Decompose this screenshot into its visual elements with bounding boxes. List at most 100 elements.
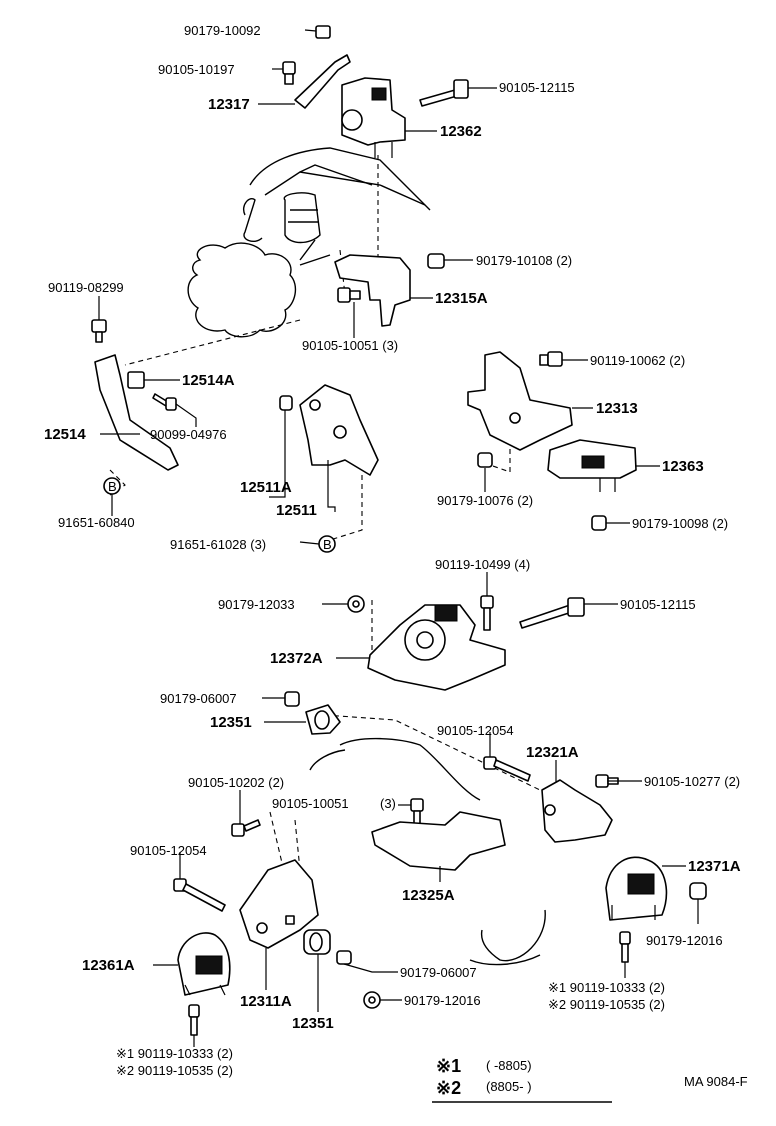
label-90119-10062: 90119-10062 (2) [590, 353, 685, 368]
label-bolt-left-1: ※1 90119-10333 (2) [116, 1046, 233, 1061]
bolt-90119-08299 [91, 319, 107, 343]
nut-90179-12016-right [689, 882, 707, 900]
label-90179-10098: 90179-10098 (2) [632, 516, 728, 531]
label-bolt-left-2: ※2 90119-10535 (2) [116, 1063, 233, 1078]
label-90105-10197: 90105-10197 [158, 62, 235, 77]
bracket-12317 [294, 54, 351, 109]
label-90179-12033: 90179-12033 [218, 597, 295, 612]
label-12317: 12317 [208, 96, 250, 113]
label-90179-12016-lower: 90179-12016 [404, 993, 481, 1008]
nut-90179-12016-lower [363, 991, 381, 1009]
label-90119-10499: 90119-10499 (4) [435, 557, 530, 572]
bracket-12315A [334, 254, 411, 327]
bolt-90105-12115-middle [519, 597, 585, 629]
label-12372A: 12372A [270, 650, 323, 667]
nut-90179-10098 [591, 515, 607, 531]
label-90105-10051-upper: 90105-10051 (3) [302, 338, 398, 353]
bracket-12311A [239, 859, 319, 949]
symbol-b-text: B [108, 479, 117, 494]
part-labels: 90179-10092 90105-10197 12317 90105-1211… [44, 23, 741, 1078]
mount-12371A [605, 856, 668, 921]
mount-12362 [341, 77, 406, 158]
label-90179-10092: 90179-10092 [184, 23, 261, 38]
legend-range-2: (8805- ) [486, 1079, 532, 1094]
label-bolt-right-1: ※1 90119-10333 (2) [548, 980, 665, 995]
label-12514A: 12514A [182, 372, 235, 389]
leader-lines [98, 29, 699, 1047]
diagram-code: MA 9084-F [684, 1074, 748, 1089]
bolt-90105-10051-upper [337, 287, 361, 303]
label-90119-08299: 90119-08299 [48, 280, 124, 295]
label-bolt-right-2: ※2 90119-10535 (2) [548, 997, 665, 1012]
label-12313: 12313 [596, 400, 638, 417]
label-90105-12115-top: 90105-12115 [499, 80, 575, 95]
label-12311A: 12311A [240, 993, 292, 1010]
bushing-12351-upper [305, 704, 341, 735]
label-12514: 12514 [44, 426, 86, 443]
label-90099-04976: 90099-04976 [150, 427, 227, 442]
symbol-b-91651-61028: B [318, 535, 336, 553]
label-12371A: 12371A [688, 858, 741, 875]
symbol-b-91651-60840: B [103, 477, 121, 495]
bolt-90119-10062 [539, 351, 563, 367]
nut-90179-12033 [347, 595, 365, 613]
label-12351-upper: 12351 [210, 714, 252, 731]
bracket-12321A [541, 779, 613, 843]
label-12511: 12511 [276, 502, 317, 519]
label-12351-lower: 12351 [292, 1015, 334, 1032]
bolt-90105-12054-right [483, 756, 531, 782]
label-90179-06007-lower: 90179-06007 [400, 965, 477, 980]
label-91651-61028: 91651-61028 (3) [170, 537, 266, 552]
label-12325A: 12325A [402, 887, 455, 904]
label-90179-10108: 90179-10108 (2) [476, 253, 572, 268]
bushing-12514A [127, 371, 145, 389]
label-12363: 12363 [662, 458, 704, 475]
bolt-90099-04976 [152, 393, 177, 411]
bushing-12351-lower [303, 929, 331, 955]
label-90105-10051-middle-qty: (3) [380, 796, 396, 811]
label-90179-06007-upper: 90179-06007 [160, 691, 237, 706]
nut-90179-10092 [315, 25, 331, 39]
legend: ※1 ( -8805) ※2 (8805- ) [432, 1056, 612, 1103]
bolt-90105-10051-middle [410, 798, 424, 826]
legend-mark-1: ※1 [436, 1056, 461, 1076]
bracket-12511 [299, 384, 379, 476]
engine-outline [187, 147, 546, 966]
label-90105-10202: 90105-10202 (2) [188, 775, 284, 790]
label-90105-12054-right: 90105-12054 [437, 723, 514, 738]
label-12511A: 12511A [240, 479, 292, 496]
bolt-90119-10499 [480, 595, 494, 631]
label-90105-10051-middle: 90105-10051 [272, 796, 349, 811]
label-12361A: 12361A [82, 957, 135, 974]
label-90179-12016-right: 90179-12016 [646, 933, 723, 948]
bracket-12313 [467, 351, 573, 451]
stopper-12511A [279, 395, 293, 411]
label-12315A: 12315A [435, 290, 488, 307]
legend-mark-2: ※2 [436, 1078, 461, 1098]
nut-90179-06007-upper [284, 691, 300, 707]
label-12321A: 12321A [526, 744, 579, 761]
bolt-90105-12054-left [173, 878, 226, 912]
label-12362: 12362 [440, 123, 482, 140]
legend-range-1: ( -8805) [486, 1058, 532, 1073]
bolt-lower-left [188, 1004, 200, 1036]
nut-90179-10108 [427, 253, 445, 269]
rod-12514 [94, 354, 179, 471]
label-90179-10076: 90179-10076 (2) [437, 493, 533, 508]
bolt-lower-right [619, 931, 631, 963]
bolt-90105-10202 [231, 819, 261, 837]
label-90105-12115-middle: 90105-12115 [620, 597, 696, 612]
mount-12363 [547, 439, 637, 492]
nut-90179-06007-lower [336, 950, 352, 965]
bracket-12325A [371, 811, 506, 871]
mount-12361A [177, 932, 231, 996]
symbol-b-text-2: B [323, 537, 332, 552]
bolt-90105-10197 [282, 61, 296, 85]
bolt-90105-12115-top [419, 79, 469, 107]
label-91651-60840: 91651-60840 [58, 515, 135, 530]
label-90105-10277: 90105-10277 (2) [644, 774, 740, 789]
nut-90179-10076 [477, 452, 493, 468]
mount-12372A [367, 604, 506, 691]
label-90105-12054-left: 90105-12054 [130, 843, 207, 858]
